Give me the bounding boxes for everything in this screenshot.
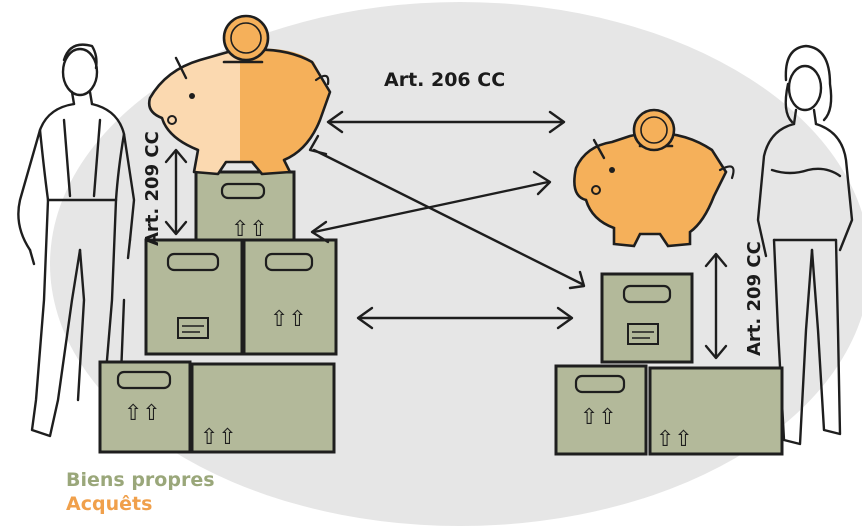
legend-acquets: Acquêts	[66, 493, 153, 515]
coin-right	[632, 108, 676, 152]
box-left-bottom-2: ⇧⇧	[190, 362, 336, 454]
box-left-mid-1	[144, 238, 244, 356]
box-left-bottom-1: ⇧⇧	[98, 360, 192, 454]
right-box-stack: ⇧⇧ ⇧⇧	[554, 272, 784, 456]
arrow-art206-top	[326, 110, 566, 134]
woman-figure	[756, 44, 854, 446]
box-left-mid-2: ⇧⇧	[242, 238, 338, 356]
box-right-top	[600, 272, 694, 364]
label-art206: Art. 206 CC	[384, 69, 505, 91]
arrow-lower	[356, 306, 574, 330]
left-piggy-bank	[147, 14, 332, 176]
legend-biens-propres: Biens propres	[66, 469, 215, 491]
arrow-art209-right	[704, 252, 728, 360]
label-art209-right: Art. 209 CC	[744, 241, 765, 356]
svg-text:⇧⇧: ⇧⇧	[124, 401, 161, 426]
arrow-cross-2	[310, 170, 552, 244]
svg-text:⇧⇧: ⇧⇧	[270, 307, 307, 332]
svg-text:⇧⇧: ⇧⇧	[580, 405, 617, 430]
arrow-art209-left	[164, 148, 188, 236]
arrow-cross-1	[308, 134, 586, 290]
right-piggy-bank	[573, 108, 735, 248]
svg-text:⇧⇧: ⇧⇧	[200, 425, 237, 450]
svg-text:⇧⇧: ⇧⇧	[231, 217, 268, 242]
left-box-stack: ⇧⇧ ⇧⇧ ⇧⇧ ⇧⇧	[98, 170, 338, 454]
box-right-bottom-2: ⇧⇧	[648, 366, 784, 456]
box-right-bottom-1: ⇧⇧	[554, 364, 648, 456]
label-art209-left: Art. 209 CC	[142, 131, 163, 246]
svg-text:⇧⇧: ⇧⇧	[656, 427, 693, 452]
